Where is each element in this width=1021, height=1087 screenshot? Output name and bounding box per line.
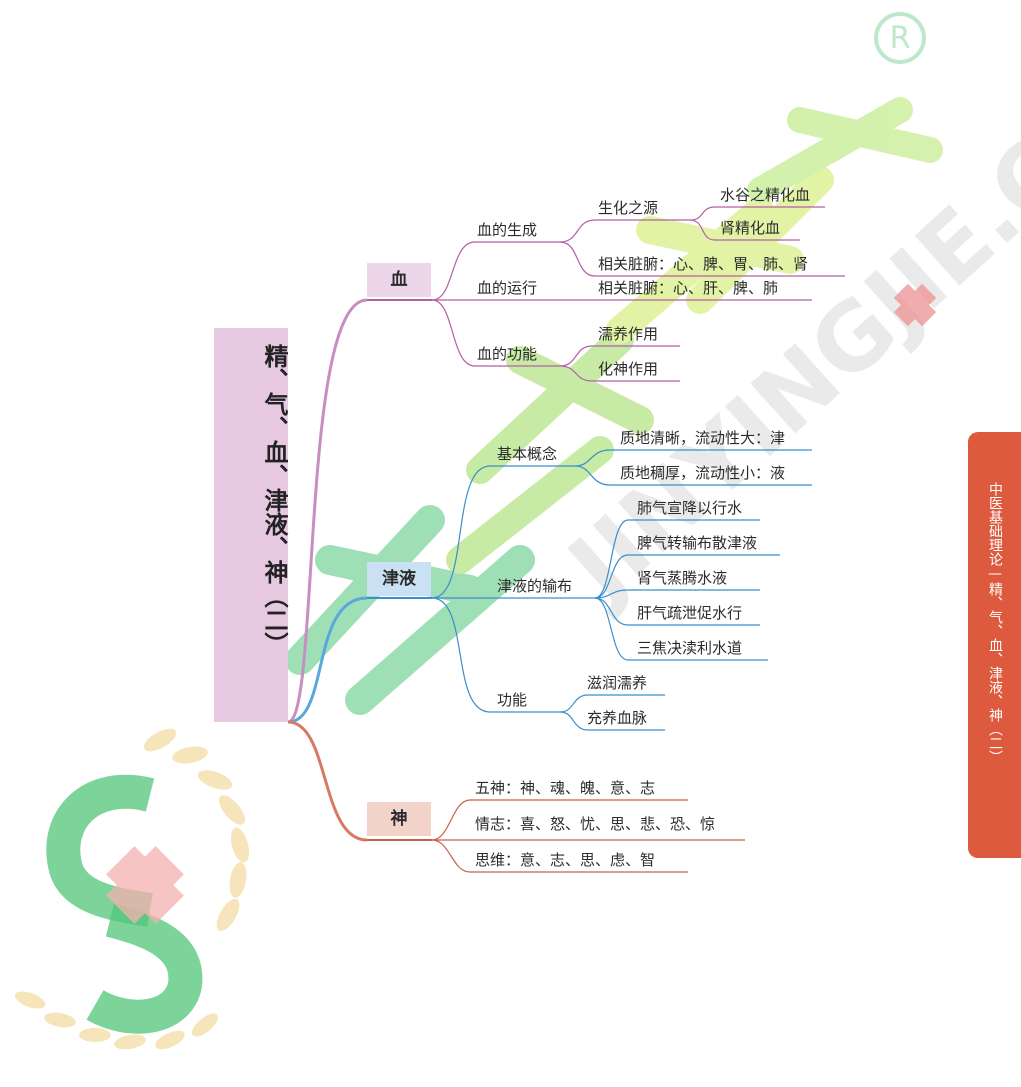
- spirit-item: 情志：喜、怒、忧、思、悲、恐、惊: [475, 815, 716, 833]
- blood-generation-organs: 相关脏腑：心、脾、胃、肺、肾: [598, 255, 809, 273]
- fluid-distribution-item: 三焦决渎利水道: [637, 639, 743, 657]
- blood-function-item: 濡养作用: [598, 325, 659, 343]
- spirit-node: 神: [367, 802, 431, 836]
- spirit-item: 五神：神、魂、魄、意、志: [475, 779, 656, 797]
- watermark-logo-icon: [14, 728, 250, 1050]
- fluid-distribution-item: 肾气蒸腾水液: [637, 569, 728, 587]
- fluid-concept-label: 基本概念: [497, 445, 558, 463]
- root-node: 精、气、血、津液、神（二）: [214, 328, 288, 722]
- spirit-item: 思维：意、志、思、虑、智: [475, 851, 656, 869]
- side-chapter-tab-label: 中医基础理论—精、气、血、津液、神（二）: [987, 482, 1003, 764]
- fluid-node: 津液: [367, 562, 431, 596]
- svg-text:R: R: [890, 21, 911, 56]
- fluid-concept-item: 质地清晰，流动性大：津: [620, 429, 786, 447]
- fluid-distribution-item: 肺气宣降以行水: [637, 499, 743, 517]
- fluid-distribution-item: 脾气转输布散津液: [637, 534, 758, 552]
- root-label: 精、气、血、津液、神（二）: [260, 344, 288, 656]
- blood-source-item: 水谷之精化血: [720, 186, 811, 204]
- fluid-function-item: 充养血脉: [587, 709, 648, 727]
- side-chapter-tab: 中医基础理论—精、气、血、津液、神（二）: [968, 432, 1021, 858]
- watermark-registered-mark: R: [874, 12, 926, 64]
- blood-circulation-organs: 相关脏腑：心、肝、脾、肺: [598, 279, 779, 297]
- fluid-distribution-item: 肝气疏泄促水行: [637, 604, 743, 622]
- fluid-function-item: 滋润濡养: [587, 674, 648, 692]
- blood-circulation-label: 血的运行: [477, 279, 538, 297]
- blood-source-item: 肾精化血: [720, 219, 781, 237]
- fluid-concept-item: 质地稠厚，流动性小：液: [620, 464, 786, 482]
- blood-generation-label: 血的生成: [477, 221, 538, 239]
- blood-function-item: 化神作用: [598, 360, 659, 378]
- fluid-distribution-label: 津液的输布: [497, 577, 573, 595]
- blood-source-label: 生化之源: [598, 199, 659, 217]
- blood-node: 血: [367, 263, 431, 297]
- blood-function-label: 血的功能: [477, 345, 538, 363]
- fluid-function-label: 功能: [497, 691, 528, 709]
